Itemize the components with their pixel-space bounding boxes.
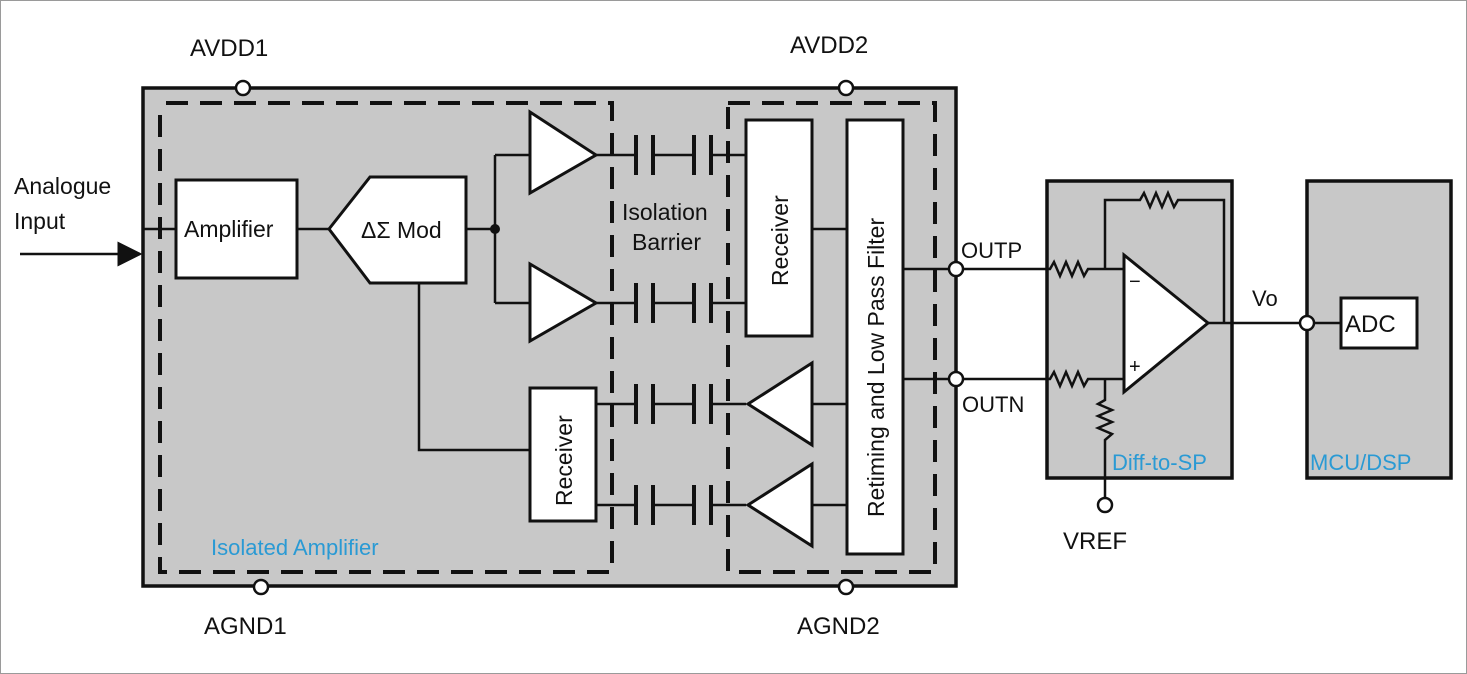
avdd1-pin (234, 79, 252, 97)
adc-block (1339, 296, 1419, 350)
feedback-resistor (1103, 189, 1226, 323)
op-amp (1122, 251, 1211, 396)
filter-label: Retiming and Low Pass Filter (863, 218, 889, 517)
input-resistor-n (1048, 368, 1124, 390)
outp-label: OUTP (961, 238, 1022, 263)
capacitor-gap (638, 502, 651, 508)
capacitor-gap (638, 152, 651, 158)
capacitor-gap (696, 401, 709, 407)
agnd2-pin (837, 578, 855, 596)
avdd1-label: AVDD1 (190, 35, 268, 62)
outp-pin (947, 260, 965, 278)
receiver-bottom-label: Receiver (551, 415, 577, 506)
vo-pin (1298, 314, 1316, 332)
driver-top (528, 109, 599, 196)
isolation-barrier-label-2: Barrier (632, 229, 701, 255)
outn-label: OUTN (962, 392, 1024, 417)
receiver-top-block (744, 118, 814, 338)
filter-block (845, 118, 905, 556)
agnd1-label: AGND1 (204, 613, 287, 640)
capacitor-gap (696, 152, 709, 158)
isolation-barrier-label: Isolation (622, 199, 708, 225)
analogue-input-label: Analogue (14, 173, 111, 199)
vo-label: Vo (1252, 286, 1278, 311)
capacitor-plates (634, 135, 713, 525)
amplifier-block (174, 178, 299, 280)
input-resistor-p (1048, 258, 1124, 280)
capacitor-gap (638, 401, 651, 407)
capacitor-gap (696, 502, 709, 508)
secondary-side-region (726, 101, 937, 574)
avdd2-label: AVDD2 (790, 32, 868, 59)
diff-to-sp-caption: Diff-to-SP (1112, 450, 1207, 475)
isolated-amplifier-caption: Isolated Amplifier (211, 535, 379, 560)
outn-pin (947, 370, 965, 388)
isolation-capacitors (596, 153, 746, 507)
capacitor-gap (696, 300, 709, 306)
avdd2-pin (837, 79, 855, 97)
vref-label: VREF (1063, 528, 1127, 555)
adc-label: ADC (1345, 311, 1396, 338)
capacitor-gap (638, 300, 651, 306)
mcu-dsp-caption: MCU/DSP (1310, 450, 1411, 475)
analogue-input-label-2: Input (14, 208, 66, 234)
mod-feedback-wire (417, 283, 530, 452)
opamp-minus-label: − (1129, 271, 1141, 293)
receiver-top-label: Receiver (767, 195, 793, 286)
opamp-plus-label: + (1129, 356, 1141, 378)
amplifier-label: Amplifier (184, 216, 274, 242)
agnd1-pin (252, 578, 270, 596)
ground-resistor (1094, 379, 1116, 500)
vref-pin (1096, 496, 1114, 514)
driver-bottom (528, 261, 599, 344)
receiver-bottom-block (528, 386, 598, 523)
agnd2-label: AGND2 (797, 613, 880, 640)
modulator-label: ΔΣ Mod (361, 217, 442, 243)
